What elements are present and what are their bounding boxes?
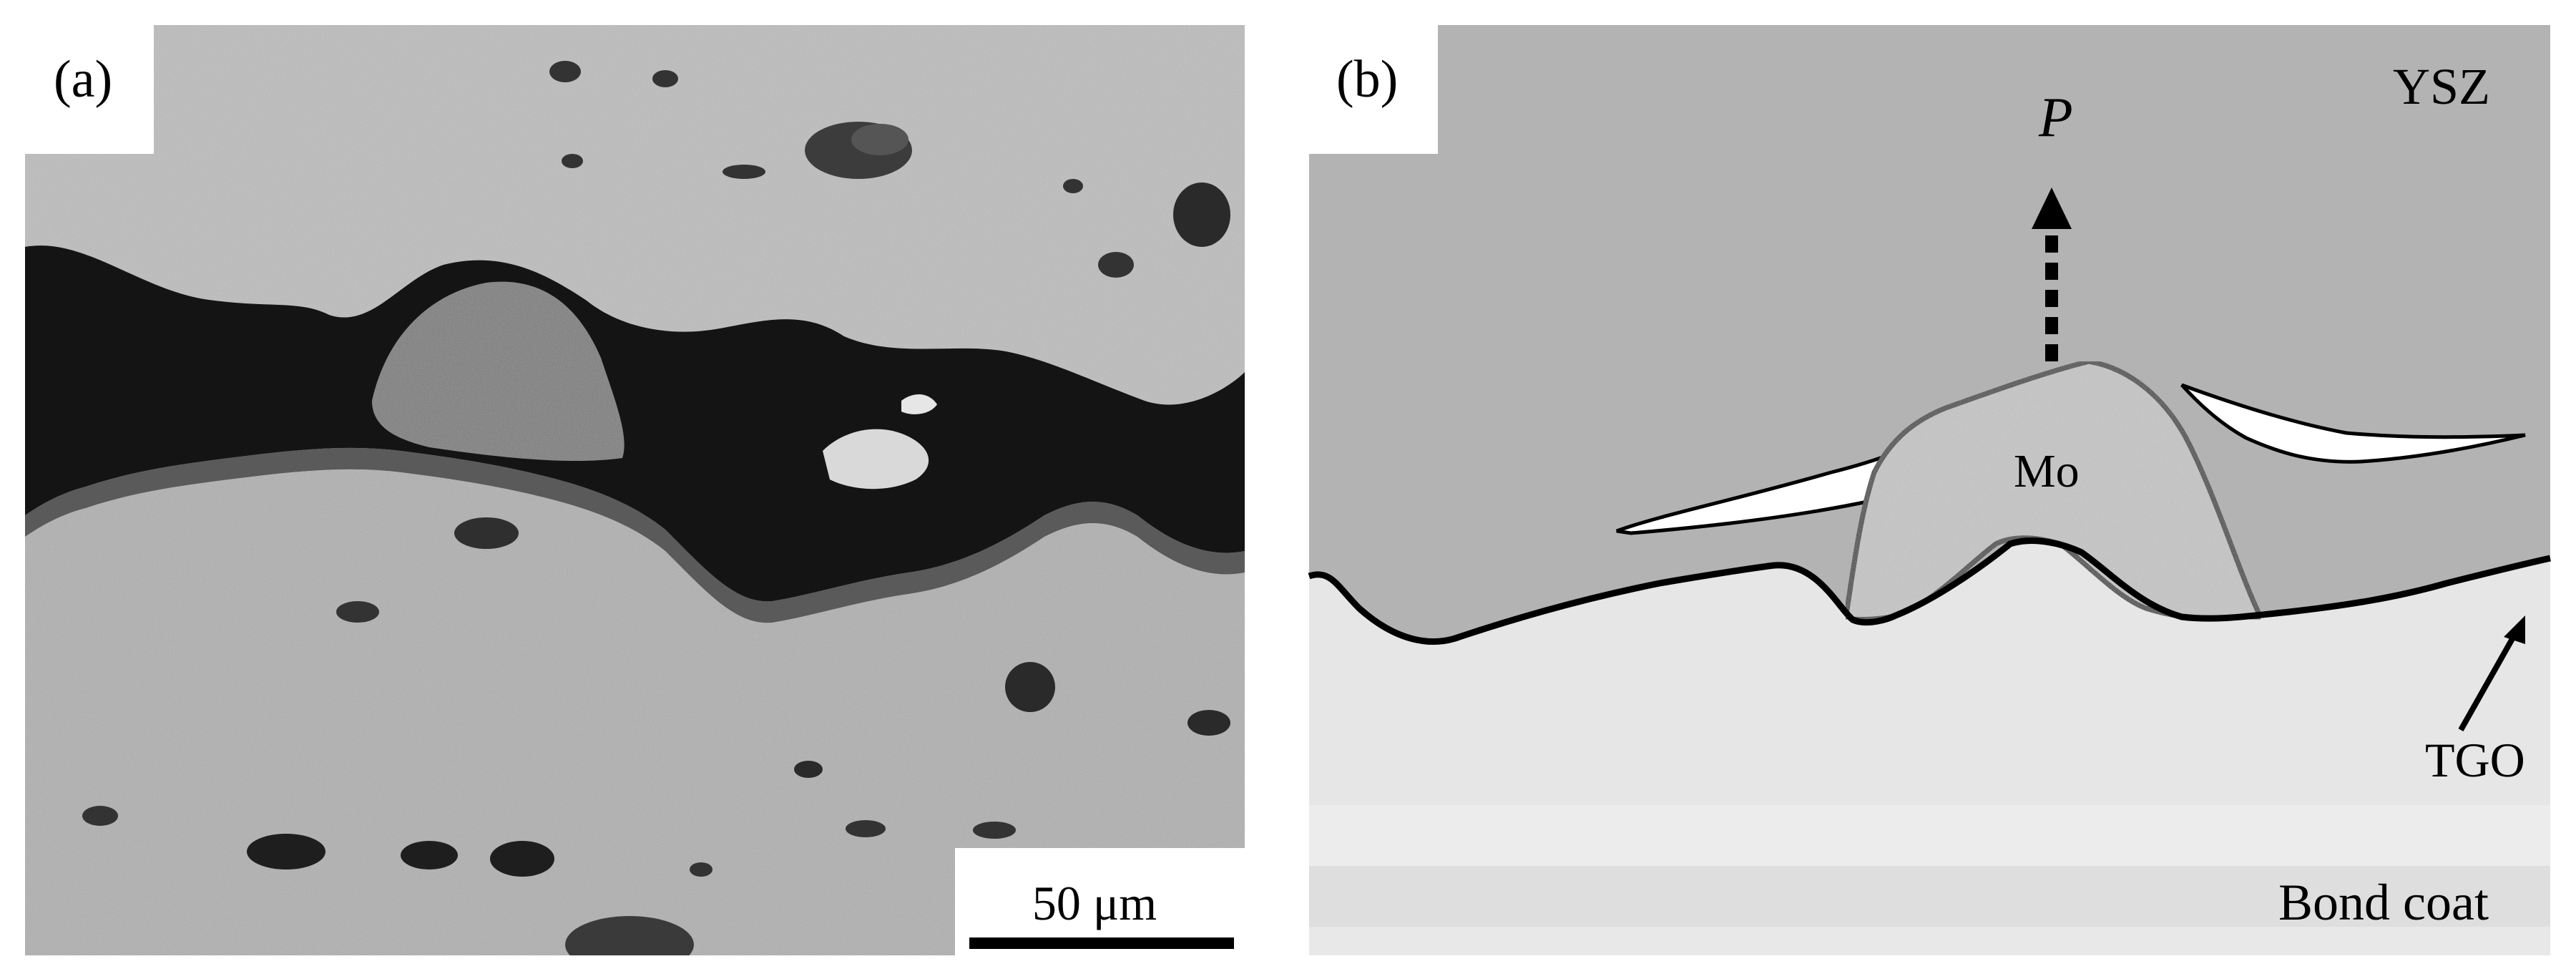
- crack-right: [2180, 383, 2526, 464]
- panel-b-label: (b): [1336, 50, 1398, 109]
- schematic-diagram: Mo P TGO (b) YSZ Bond coat: [1288, 0, 2551, 955]
- scale-bar: [969, 937, 1234, 949]
- micrograph-image: (a) 50 μm: [0, 0, 1245, 955]
- bond-coat-label: Bond coat: [2278, 874, 2489, 931]
- mo-label: Mo: [2014, 445, 2080, 497]
- panel-a-label: (a): [54, 50, 112, 109]
- particle-a: [372, 281, 625, 462]
- tgo-pointer-arrow: [2458, 615, 2525, 731]
- mo-particle: [1842, 359, 2265, 622]
- crack-band: [25, 245, 1245, 602]
- schematic-panel: Mo P TGO (b) YSZ Bond coat: [1288, 0, 2576, 979]
- tgo-label: TGO: [2425, 733, 2525, 787]
- ysz-label: YSZ: [2393, 58, 2490, 115]
- micrograph-panel: (a) 50 μm: [0, 0, 1259, 979]
- force-label: P: [2038, 86, 2073, 148]
- scale-bar-label: 50 μm: [1032, 876, 1157, 930]
- tgo-line: [1308, 537, 2551, 645]
- force-arrow: [2032, 187, 2072, 361]
